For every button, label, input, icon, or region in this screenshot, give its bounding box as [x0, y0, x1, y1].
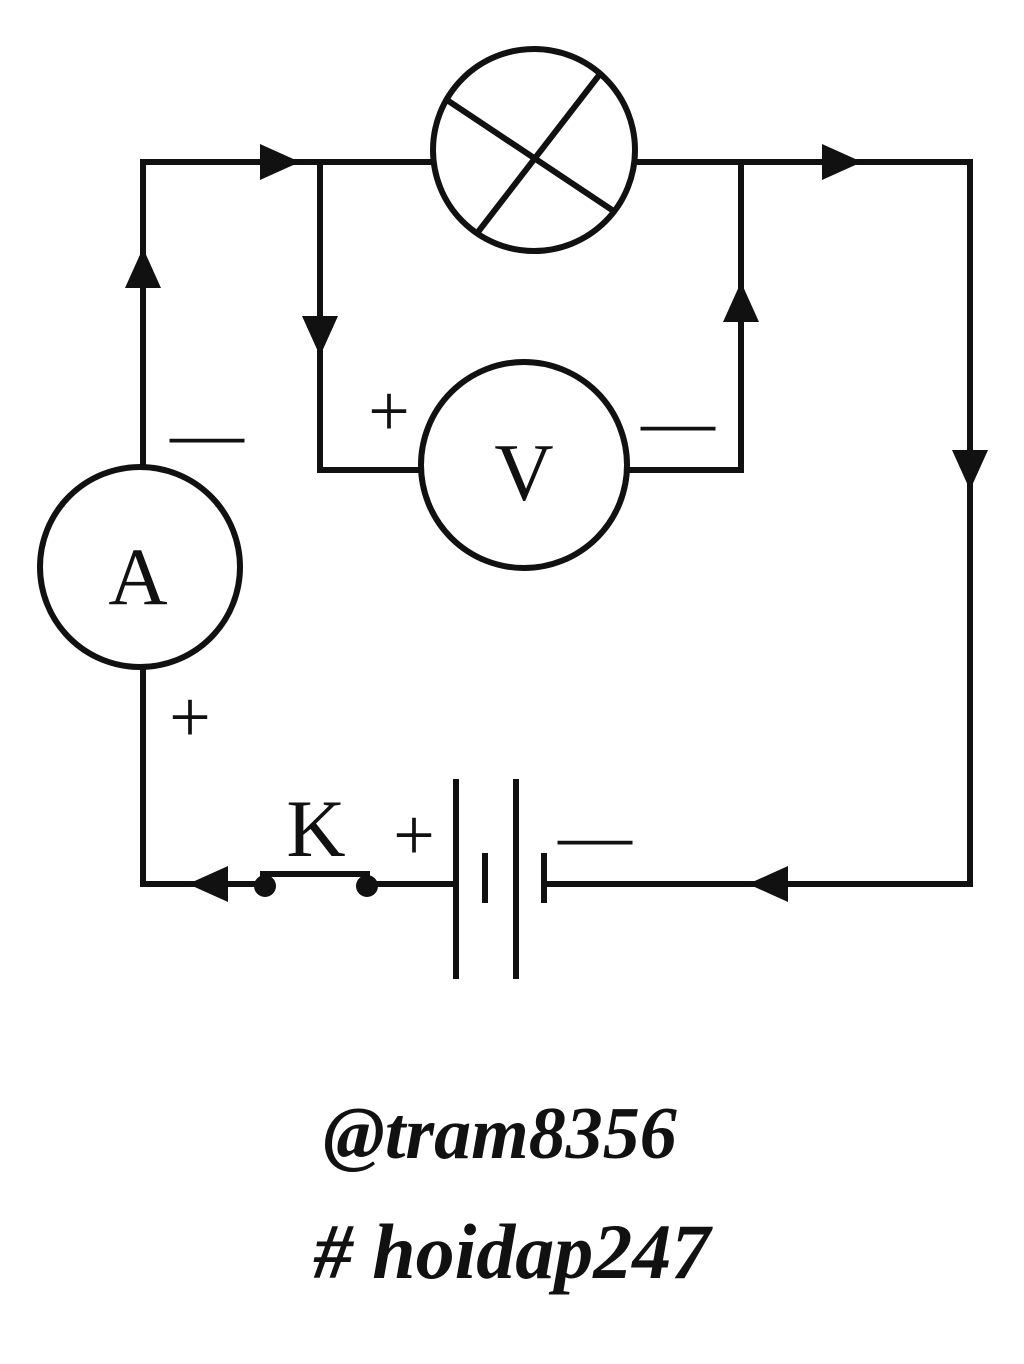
- switch-contact-right: [356, 875, 378, 897]
- arrow-down-right: [952, 450, 988, 490]
- voltmeter-label: V: [494, 427, 553, 518]
- author-credit: @tram8356: [323, 1093, 677, 1175]
- switch: K: [254, 783, 378, 897]
- switch-contact-left: [254, 875, 276, 897]
- lamp-icon: [430, 46, 638, 254]
- arrow-left-bottom-right: [748, 866, 788, 902]
- voltmeter-positive-sign: +: [368, 371, 410, 453]
- battery-icon: + —: [393, 779, 633, 979]
- voltmeter-ring: [418, 359, 630, 571]
- ammeter-ring: [37, 464, 243, 670]
- site-credit: # hoidap247: [313, 1208, 714, 1295]
- ammeter-negative-sign: —: [169, 393, 245, 475]
- arrow-right-top-left: [260, 144, 300, 180]
- ammeter-positive-sign: +: [169, 677, 211, 759]
- ammeter-label: A: [108, 531, 167, 622]
- battery-positive-sign: +: [393, 795, 435, 877]
- arrow-right-top-right: [822, 144, 862, 180]
- ammeter: A — +: [37, 393, 245, 759]
- arrow-down-volt-left: [302, 316, 338, 356]
- battery-negative-sign: —: [557, 795, 633, 877]
- arrow-up-left: [125, 248, 161, 288]
- voltmeter: V + —: [368, 359, 716, 571]
- arrow-up-volt-right: [723, 282, 759, 322]
- arrow-left-bottom-left: [188, 866, 228, 902]
- switch-label: K: [286, 783, 345, 874]
- voltmeter-negative-sign: —: [640, 381, 716, 463]
- current-arrows: [125, 144, 988, 902]
